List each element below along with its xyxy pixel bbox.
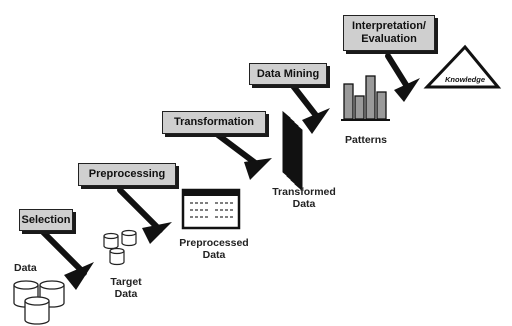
patterns-bar-chart-icon (341, 75, 390, 121)
data-cylinders-icon (13, 280, 65, 325)
label-preprocessed-line1: Preprocessed (179, 237, 249, 249)
label-data: Data (14, 262, 37, 274)
knowledge-triangle-icon (423, 44, 502, 89)
label-transformed-line1: Transformed (272, 186, 336, 198)
step-data-mining: Data Mining (249, 63, 327, 85)
label-preprocessed-data: Preprocessed Data (172, 237, 256, 261)
step-interpretation-evaluation: Interpretation/ Evaluation (343, 15, 435, 51)
label-patterns: Patterns (345, 134, 388, 146)
label-transformed-data: Transformed Data (266, 186, 342, 210)
step-preprocessing: Preprocessing (78, 163, 176, 186)
process-arrows (40, 53, 411, 276)
step-transformation: Transformation (162, 111, 266, 134)
step-interpretation-line1: Interpretation/ (352, 20, 426, 32)
preprocessed-data-table-icon (181, 188, 241, 230)
label-knowledge: Knowledge (445, 75, 486, 84)
label-target-data-line2: Data (114, 288, 138, 300)
step-interpretation-line2: Evaluation (361, 33, 417, 45)
transformed-data-stack-icon (282, 110, 303, 192)
step-selection: Selection (19, 209, 73, 231)
arrow-heads (64, 78, 420, 290)
label-target-data-line1: Target (110, 276, 142, 288)
target-data-cylinders-icon (103, 229, 137, 266)
label-target-data: Target Data (104, 276, 148, 300)
label-preprocessed-line2: Data (202, 249, 226, 261)
label-transformed-line2: Data (292, 198, 316, 210)
